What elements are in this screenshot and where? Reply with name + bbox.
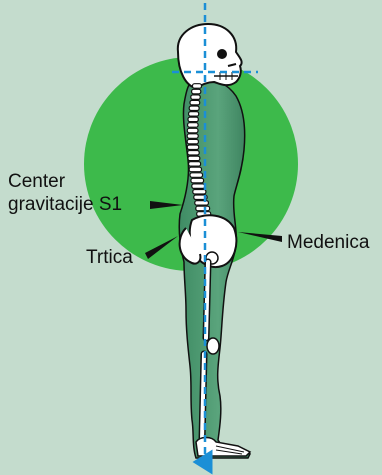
vertebra [191,178,204,183]
vertebra [188,117,198,122]
skull [178,24,242,88]
vertebra [193,84,202,89]
vertebra [187,134,198,139]
vertebra [196,206,210,211]
vertebra [188,156,200,161]
vertebra [188,123,199,128]
vertebra [191,95,200,100]
vertebra [195,201,209,206]
vertebra [193,190,206,195]
vertebra [192,184,205,189]
vertebra [188,151,200,156]
vertebra [190,100,200,105]
kneecap [207,338,219,354]
vertebra [189,106,199,111]
vertebra [189,112,199,117]
vertebra [187,145,198,150]
label-medenica: Medenica [287,232,369,254]
vertebra [192,89,201,94]
label-center-line1: Center [8,171,65,193]
vertebra [189,167,201,172]
vertebra [190,173,203,178]
vertebra [187,139,198,144]
label-center-line2: gravitacije S1 [8,194,122,216]
vertebra [189,162,201,167]
label-trtica: Trtica [86,247,133,269]
vertebra [187,128,198,133]
